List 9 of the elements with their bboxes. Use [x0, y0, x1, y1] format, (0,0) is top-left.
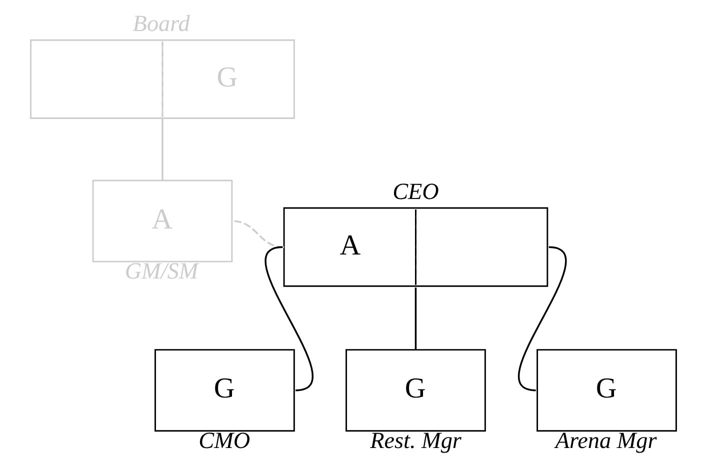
connector	[414, 288, 416, 350]
node-label: CEO	[392, 179, 438, 206]
connector	[161, 118, 163, 180]
node-box: G	[536, 349, 676, 432]
connector	[231, 220, 284, 248]
connector	[264, 246, 313, 392]
node-box: G	[345, 349, 486, 432]
connector	[518, 246, 566, 392]
node-box: G	[154, 349, 294, 432]
